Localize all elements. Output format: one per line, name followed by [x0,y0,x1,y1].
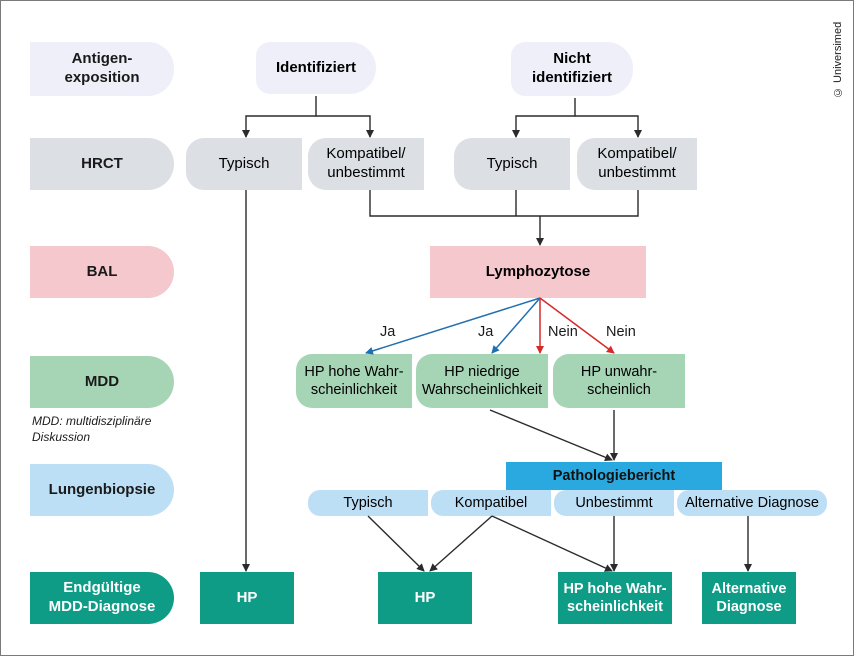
row-label-antigenexposition: Antigen- exposition [30,42,174,96]
biopsie-alternative-diagnose: Alternative Diagnose [677,490,827,516]
bal-lymphozytose: Lymphozytose [430,246,646,298]
hrct-typisch-2: Typisch [454,138,570,190]
arrow-niedrig-to-patho [489,409,613,462]
label-ja-1: Ja [380,324,396,340]
hrct-kompatibel-2: Kompatibel/ unbestimmt [577,138,697,190]
arrow-identifiziert-kompatibel [316,115,374,138]
biopsie-typisch: Typisch [308,490,428,516]
mdd-hp-unwahrscheinlich: HP unwahr- scheinlich [553,354,685,408]
merge-line-hrct [369,190,639,217]
arrow-nein-2 [539,297,615,354]
label-nein-2: Nein [606,324,636,340]
arrow-biopsie-kompatibel-to-hohe [491,515,613,572]
arrow-ja-hohe [365,297,541,355]
hrct-typisch-1: Typisch [186,138,302,190]
final-hp-1: HP [200,572,294,624]
arrow-identifiziert-typisch [242,96,317,138]
mdd-hp-hohe-wahrscheinlichkeit: HP hohe Wahr- scheinlichkeit [296,354,412,408]
antigen-identifiziert: Identifiziert [256,42,376,94]
row-label-lungenbiopsie: Lungenbiopsie [30,464,174,516]
arrow-biopsie-typisch-to-hp [367,515,425,572]
mdd-hp-niedrige-wahrscheinlichkeit: HP niedrige Wahrscheinlichkeit [416,354,548,408]
final-alternative-diagnose: Alternative Diagnose [702,572,796,624]
pathologiebericht-header: Pathologiebericht [506,462,722,490]
label-ja-2: Ja [478,324,494,340]
arrow-biopsie-kompatibel-to-hp [429,515,493,572]
row-label-mdd: MDD [30,356,174,408]
final-hp-2: HP [378,572,472,624]
row-label-endgueltige-diagnose: Endgültige MDD-Diagnose [30,572,174,624]
arrow-nicht-identifiziert-kompatibel [575,115,642,138]
hrct-kompatibel-1: Kompatibel/ unbestimmt [308,138,424,190]
mdd-footnote: MDD: multidisziplinäre Diskussion [32,414,152,444]
arrow-ja-niedrig [491,297,541,354]
final-hp-hohe-wahrscheinlichkeit: HP hohe Wahr- scheinlichkeit [558,572,672,624]
label-nein-1: Nein [548,324,578,340]
biopsie-unbestimmt: Unbestimmt [554,490,674,516]
biopsie-kompatibel: Kompatibel [431,490,551,516]
antigen-nicht-identifiziert: Nicht identifiziert [511,42,633,96]
row-label-bal: BAL [30,246,174,298]
row-label-hrct: HRCT [30,138,174,190]
arrow-nicht-identifiziert-typisch [512,98,576,138]
